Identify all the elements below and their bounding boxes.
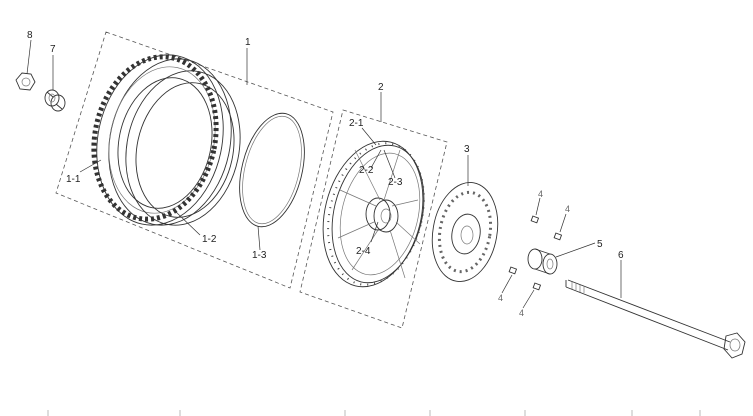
leader-1-3 — [257, 225, 261, 251]
callout-2: 2 — [378, 82, 384, 93]
wheel-rim-part — [322, 140, 425, 288]
leader-4b — [559, 213, 567, 233]
bottom-tick-marks — [47, 410, 701, 416]
leader-4c — [501, 274, 513, 294]
leader-8 — [26, 39, 32, 75]
bolt-part-a — [530, 215, 540, 224]
callout-3: 3 — [464, 144, 470, 155]
rim-assembly-box — [299, 109, 448, 329]
spacer-part — [44, 89, 66, 112]
leader-4a — [535, 197, 541, 216]
callout-2-1: 2-1 — [349, 118, 364, 129]
callout-1-3: 1-3 — [252, 250, 267, 261]
nut-part — [15, 72, 36, 91]
callout-4d: 4 — [519, 308, 524, 318]
callout-4a: 4 — [538, 189, 543, 199]
tire-part — [91, 54, 232, 226]
bolt-part-c — [508, 266, 518, 275]
callout-5: 5 — [597, 239, 603, 250]
bolt-part-d — [532, 282, 542, 291]
callout-1-1: 1-1 — [66, 174, 81, 185]
leader-5 — [555, 242, 596, 258]
callout-7: 7 — [50, 44, 56, 55]
leader-2-3 — [383, 149, 396, 179]
leader-4d — [522, 289, 535, 309]
brake-disc-part — [431, 181, 499, 283]
axle-spacer-part — [527, 248, 558, 275]
callout-4b: 4 — [565, 204, 570, 214]
leader-1-1 — [79, 159, 102, 173]
leader-1-2 — [175, 211, 201, 236]
bolt-part-b — [553, 232, 563, 241]
axle-part — [565, 279, 746, 359]
callout-4c: 4 — [498, 293, 503, 303]
callout-1-2: 1-2 — [202, 234, 217, 245]
inner-tube-part — [125, 70, 241, 226]
callout-6: 6 — [618, 250, 624, 261]
callout-2-3: 2-3 — [388, 177, 403, 188]
leader-2-1 — [361, 127, 377, 146]
callout-2-2: 2-2 — [359, 165, 374, 176]
callout-1: 1 — [245, 37, 251, 48]
tire-assembly-box — [55, 31, 334, 289]
leader-2-4 — [370, 221, 379, 243]
rim-band-part — [239, 112, 305, 228]
leader-2-2 — [370, 149, 382, 169]
callout-2-4: 2-4 — [356, 246, 371, 257]
callout-8: 8 — [27, 30, 33, 41]
